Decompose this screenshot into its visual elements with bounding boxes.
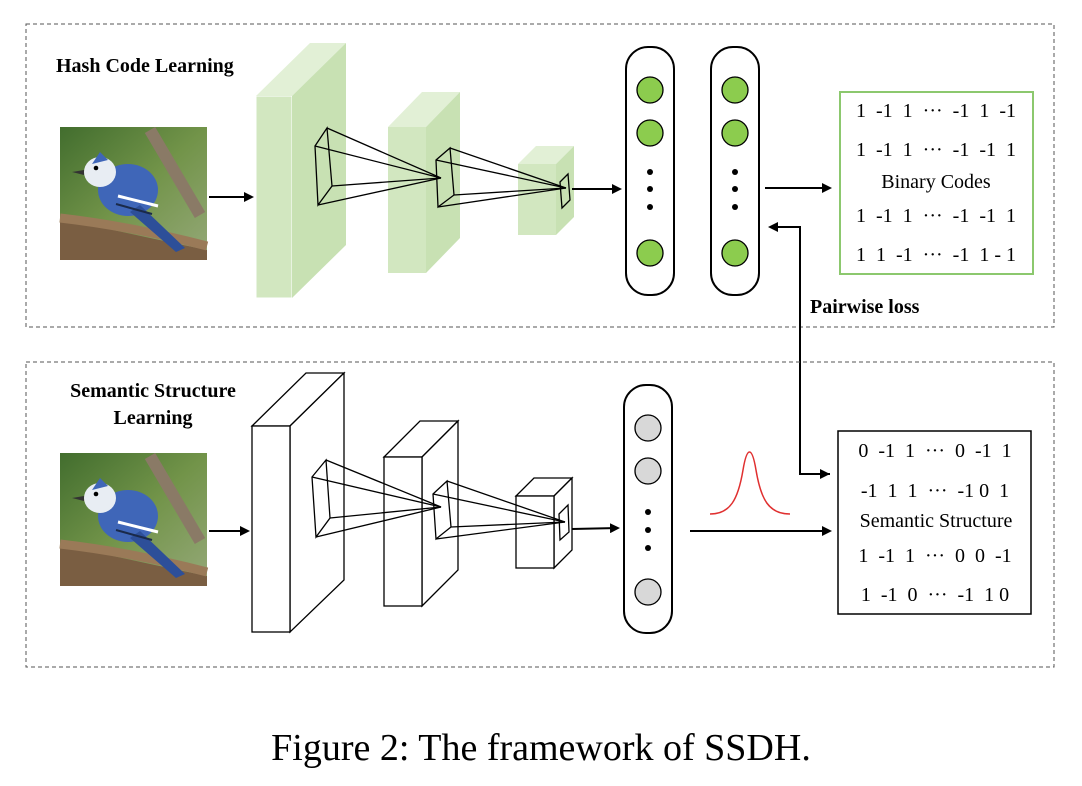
semantic-node xyxy=(634,457,662,485)
hash-fc-layer-2 xyxy=(710,46,760,296)
semantic-panel-title-line1: Semantic Structure xyxy=(70,380,236,402)
ellipsis-dot xyxy=(647,204,653,210)
bird-photo-top xyxy=(59,126,209,260)
ellipsis-dot xyxy=(732,186,738,192)
hash-kernel-1 xyxy=(314,126,442,207)
hash-panel-title: Hash Code Learning xyxy=(56,55,234,77)
hash-conv-layers xyxy=(255,43,574,299)
hash-node xyxy=(721,119,749,147)
ellipsis-dot xyxy=(645,509,651,515)
hash-node xyxy=(636,119,664,147)
semantic-conv-layers xyxy=(250,371,574,634)
binary-code-row: 1 -1 1 ··· -1 -1 1 xyxy=(856,139,1016,161)
figure-caption: Figure 2: The framework of SSDH. xyxy=(271,727,811,769)
hash-kernel-3 xyxy=(559,172,571,210)
binary-code-row: 1 -1 1 ··· -1 1 -1 xyxy=(856,100,1016,122)
semantic-structure-label: Semantic Structure xyxy=(860,510,1013,532)
semantic-conv-layer-1 xyxy=(250,371,346,634)
ellipsis-dot xyxy=(647,169,653,175)
semantic-code-row: 0 -1 1 ··· 0 -1 1 xyxy=(858,440,1011,462)
ellipsis-dot xyxy=(645,545,651,551)
pairwise-loss-connector xyxy=(768,222,830,479)
hash-conv-layer-2 xyxy=(388,92,460,273)
binary-code-row: 1 1 -1 ··· -1 1 - 1 xyxy=(856,244,1016,266)
semantic-node xyxy=(634,578,662,606)
binary-code-row: 1 -1 1 ··· -1 -1 1 xyxy=(856,205,1016,227)
gaussian-distribution-icon xyxy=(709,451,791,515)
semantic-kernels xyxy=(311,458,570,542)
ellipsis-dot xyxy=(645,527,651,533)
hash-fc-layer-1 xyxy=(625,46,675,296)
semantic-fc-layer xyxy=(623,384,673,634)
semantic-conv-layer-2 xyxy=(382,419,460,608)
hash-node xyxy=(721,239,749,267)
binary-codes-box: 1 -1 1 ··· -1 1 -1 1 -1 1 ··· -1 -1 1 Bi… xyxy=(839,91,1034,275)
ellipsis-dot xyxy=(732,204,738,210)
hash-node xyxy=(636,239,664,267)
semantic-panel-title-line2: Learning xyxy=(114,407,193,429)
semantic-conv-layer-3 xyxy=(514,476,574,570)
hash-panel-frame xyxy=(25,23,1055,328)
hash-node xyxy=(636,76,664,104)
semantic-code-row: -1 1 1 ··· -1 0 1 xyxy=(861,480,1009,502)
semantic-panel-frame xyxy=(25,361,1055,668)
semantic-structure-box: 0 -1 1 ··· 0 -1 1 -1 1 1 ··· -1 0 1 Sema… xyxy=(837,430,1032,615)
ellipsis-dot xyxy=(732,169,738,175)
semantic-code-row: 1 -1 1 ··· 0 0 -1 xyxy=(858,545,1011,567)
hash-node xyxy=(721,76,749,104)
ellipsis-dot xyxy=(647,186,653,192)
semantic-node xyxy=(634,414,662,442)
hash-conv-layer-1 xyxy=(255,43,346,299)
semantic-code-row: 1 -1 0 ··· -1 1 0 xyxy=(861,584,1009,606)
bird-photo-bottom xyxy=(59,452,209,586)
binary-codes-label: Binary Codes xyxy=(881,171,991,193)
hash-kernel-2 xyxy=(435,146,567,209)
arrow-conv-to-fc-bottom xyxy=(571,523,620,534)
pairwise-loss-label: Pairwise loss xyxy=(810,296,920,318)
